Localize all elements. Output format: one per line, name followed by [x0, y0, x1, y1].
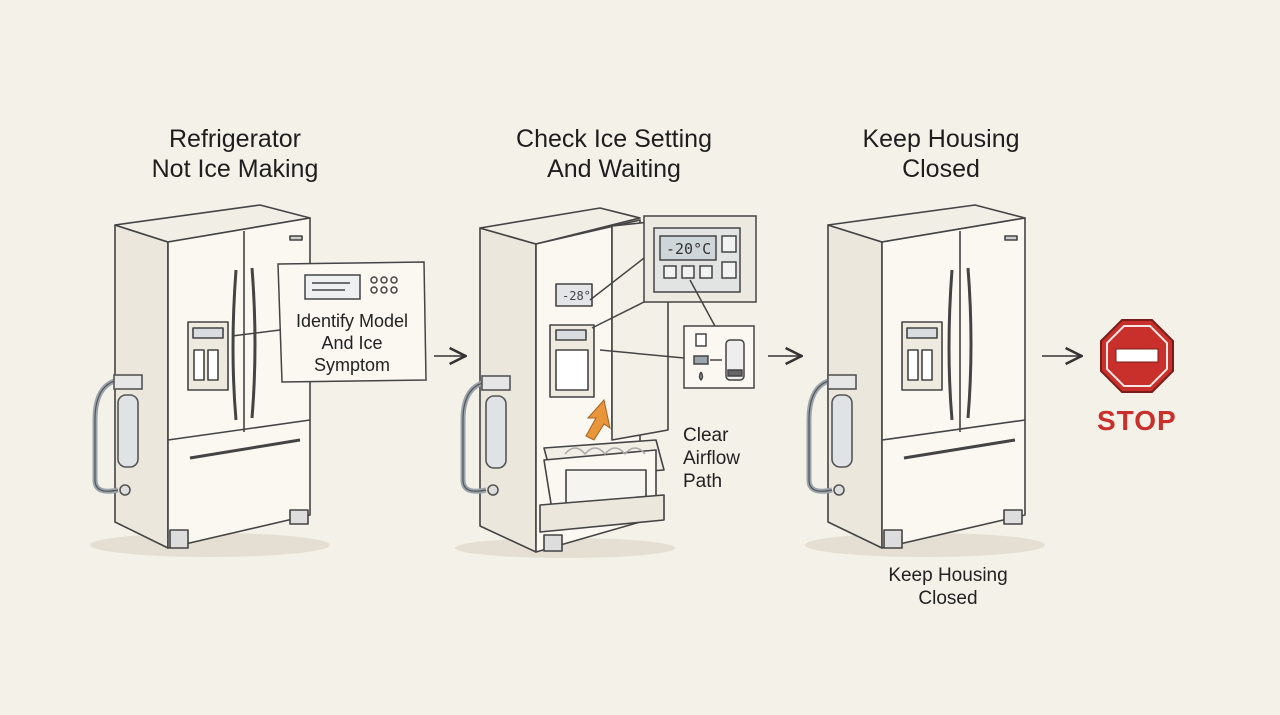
- water-filter-icon: [92, 374, 143, 496]
- step2-label: Clear Airflow Path: [683, 424, 740, 493]
- step2-label-line2: Airflow: [683, 448, 741, 469]
- door-temp-readout: -28°: [562, 289, 591, 303]
- step2-label-line1: Clear: [683, 425, 729, 446]
- step1-callout-text: Identify Model And Ice Symptom: [284, 310, 420, 376]
- step2-label-line3: Path: [683, 471, 723, 492]
- step1-callout-line1: Identify Model: [295, 311, 409, 331]
- step3-label: Keep Housing Closed: [868, 564, 1028, 610]
- stop-sign-icon: [1100, 319, 1174, 393]
- refrigerator-open-icon: [455, 207, 675, 558]
- step1-callout-line2: And Ice: [321, 333, 383, 353]
- stop-text: STOP: [1097, 405, 1177, 436]
- step3-title: Keep Housing Closed: [821, 124, 1061, 184]
- step1-callout: [231, 261, 427, 383]
- step1-callout-line3: Symptom: [313, 355, 391, 375]
- step3-label-line1: Keep Housing: [888, 565, 1008, 586]
- step2-title-line1: Check Ice Setting: [516, 125, 712, 153]
- water-filter-icon-3: [806, 374, 857, 496]
- step1-title: Refrigerator Not Ice Making: [115, 124, 355, 184]
- step2-title-line2: And Waiting: [547, 155, 681, 183]
- step1-title-line2: Not Ice Making: [151, 155, 319, 183]
- step3-title-line2: Closed: [902, 155, 980, 183]
- refrigerator-icon: [90, 204, 330, 557]
- temperature-panel-icon: [589, 215, 757, 329]
- step3-label-line2: Closed: [918, 588, 978, 609]
- control-detail-callout: [599, 279, 755, 389]
- water-filter-icon-2: [460, 375, 511, 496]
- panel-temp-readout: -20°C: [666, 240, 711, 258]
- step1-title-line1: Refrigerator: [169, 125, 301, 153]
- step2-title: Check Ice Setting And Waiting: [484, 124, 744, 184]
- airflow-arrow-icon: [585, 398, 611, 441]
- step3-title-line1: Keep Housing: [862, 125, 1020, 153]
